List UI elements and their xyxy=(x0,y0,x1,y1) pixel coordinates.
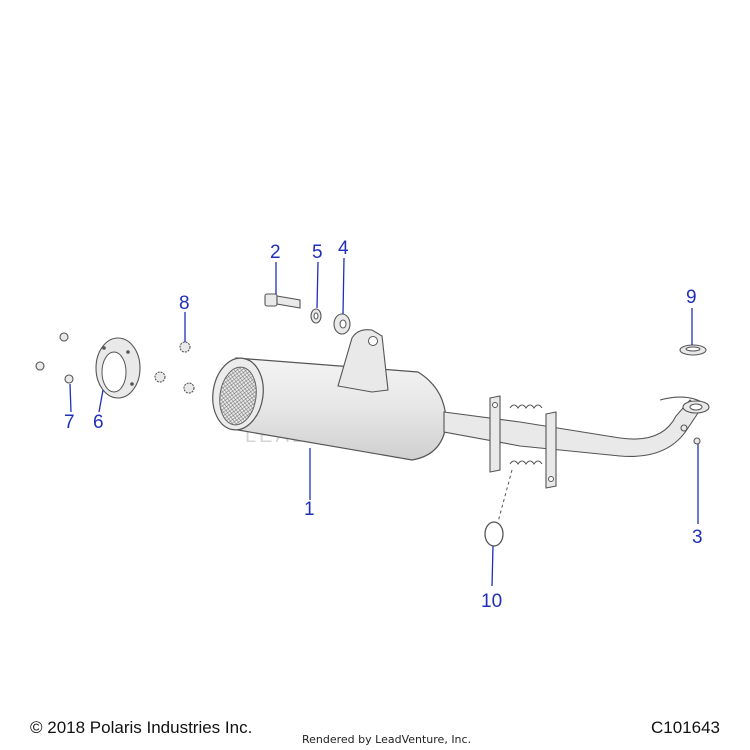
leader-lines xyxy=(69,257,699,587)
callout-5[interactable]: 5 xyxy=(312,242,323,263)
muffler-part[interactable] xyxy=(208,355,447,461)
callout-4[interactable]: 4 xyxy=(338,238,349,259)
callout-8[interactable]: 8 xyxy=(179,293,190,314)
gasket-part[interactable] xyxy=(679,344,707,356)
callout-3[interactable]: 3 xyxy=(692,527,703,548)
callout-9[interactable]: 9 xyxy=(686,287,697,308)
washer-part[interactable] xyxy=(333,313,351,335)
head-pipe[interactable] xyxy=(443,396,710,457)
end-cap-part[interactable] xyxy=(95,337,141,399)
screw-parts[interactable] xyxy=(35,332,74,384)
o-ring-part[interactable] xyxy=(484,469,513,547)
bolt-part[interactable] xyxy=(264,293,301,309)
callout-2[interactable]: 2 xyxy=(270,242,281,263)
callout-1[interactable]: 1 xyxy=(304,499,315,520)
rendered-by-text: Rendered by LeadVenture, Inc. xyxy=(302,733,472,746)
callout-6[interactable]: 6 xyxy=(93,412,104,433)
mounting-bracket[interactable] xyxy=(337,329,389,393)
star-washer-parts[interactable] xyxy=(154,341,195,394)
copyright-text: © 2018 Polaris Industries Inc. xyxy=(30,718,253,737)
spring-clamp-assembly[interactable] xyxy=(489,395,557,489)
nut-parts[interactable] xyxy=(680,424,701,445)
figure-id: C101643 xyxy=(650,718,720,737)
callout-10[interactable]: 10 xyxy=(481,591,502,612)
lock-washer-part[interactable] xyxy=(310,308,322,324)
callout-7[interactable]: 7 xyxy=(64,412,75,433)
